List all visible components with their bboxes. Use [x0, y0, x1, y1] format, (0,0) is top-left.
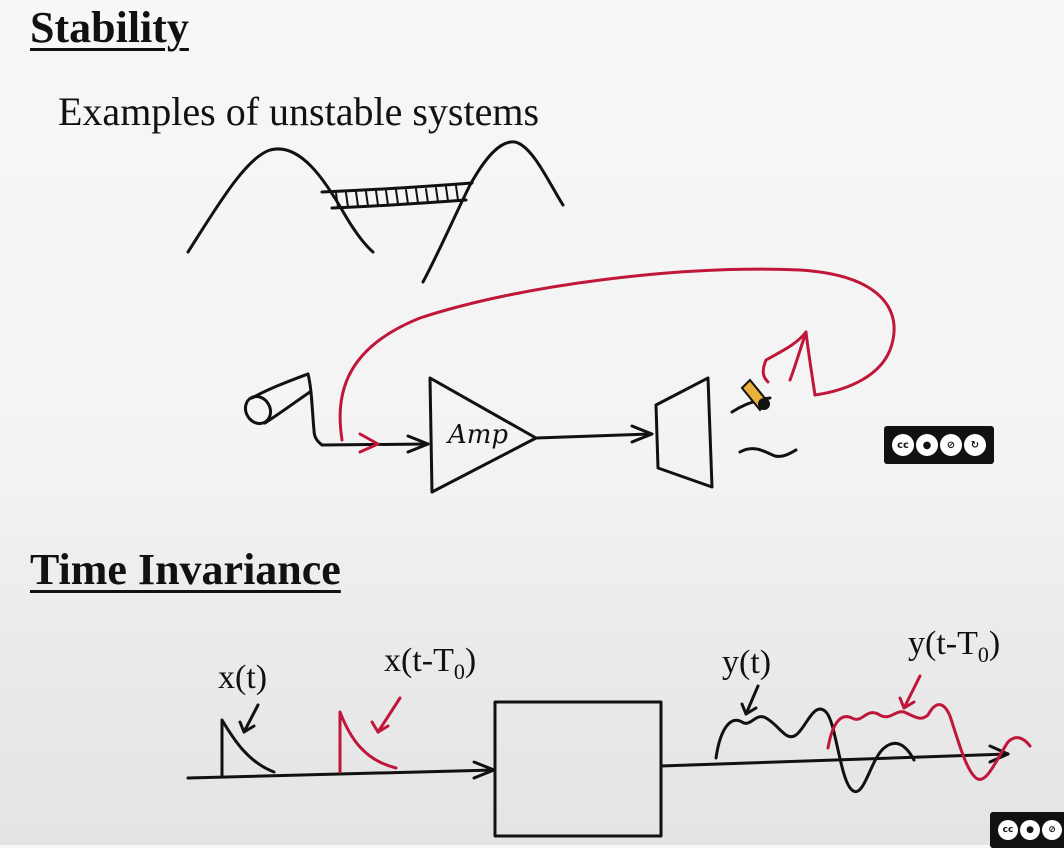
- feedback-arrowhead: [358, 432, 380, 454]
- xshift-pointer-arrow: [376, 696, 402, 734]
- input-pulse-x: [220, 718, 276, 778]
- speaker-drawing: [654, 376, 714, 489]
- sound-wave-2: [738, 447, 798, 458]
- microphone-drawing: [243, 372, 324, 447]
- left-hill: [186, 147, 375, 254]
- shifted-input-pulse: [338, 710, 398, 774]
- system-box: [493, 700, 663, 838]
- y-pointer-arrow: [744, 684, 760, 716]
- amp-output-wire: [534, 432, 652, 440]
- sa-icon: ↻: [964, 434, 986, 456]
- input-arrowhead: [406, 434, 430, 454]
- shifted-output-response: [826, 703, 1032, 781]
- cc-icon: cc: [892, 434, 914, 456]
- bridge-drawing: [186, 140, 565, 284]
- label-shifted-output: y(t-T0): [908, 625, 1001, 667]
- output-arrowhead: [630, 424, 654, 444]
- cc-license-badge: cc ● ⊘ ↻: [884, 426, 994, 464]
- pencil-figure: [740, 378, 770, 412]
- feedback-pickup-mic: [761, 330, 817, 397]
- section-heading-time-invariance: Time Invariance: [30, 545, 341, 594]
- label-input-signal: x(t): [218, 659, 268, 696]
- cc-license-badge-bottom: cc ● ⊘: [990, 812, 1064, 848]
- by-icon: ●: [916, 434, 938, 456]
- subtitle-unstable-examples: Examples of unstable systems: [58, 89, 540, 134]
- bridge-top: [320, 181, 474, 194]
- by-icon: ●: [1020, 820, 1040, 840]
- output-response-y: [714, 707, 916, 794]
- x-pointer-arrow: [242, 703, 260, 734]
- feedback-loop: [338, 267, 896, 442]
- nc-icon: ⊘: [1042, 820, 1062, 840]
- output-axis: [659, 752, 1010, 768]
- right-hill: [421, 140, 565, 284]
- label-shifted-input: x(t-T0): [384, 642, 477, 684]
- nc-icon: ⊘: [940, 434, 962, 456]
- cc-icon: cc: [998, 820, 1018, 840]
- label-output-signal: y(t): [722, 644, 772, 681]
- yshift-pointer-arrow: [902, 674, 922, 710]
- input-axis: [186, 768, 496, 780]
- section-heading-stability: Stability: [30, 3, 189, 52]
- mic-head: [243, 394, 273, 426]
- amplifier-triangle: [428, 376, 538, 494]
- mic-cord: [306, 372, 324, 447]
- amplifier-label: Amp: [448, 420, 509, 450]
